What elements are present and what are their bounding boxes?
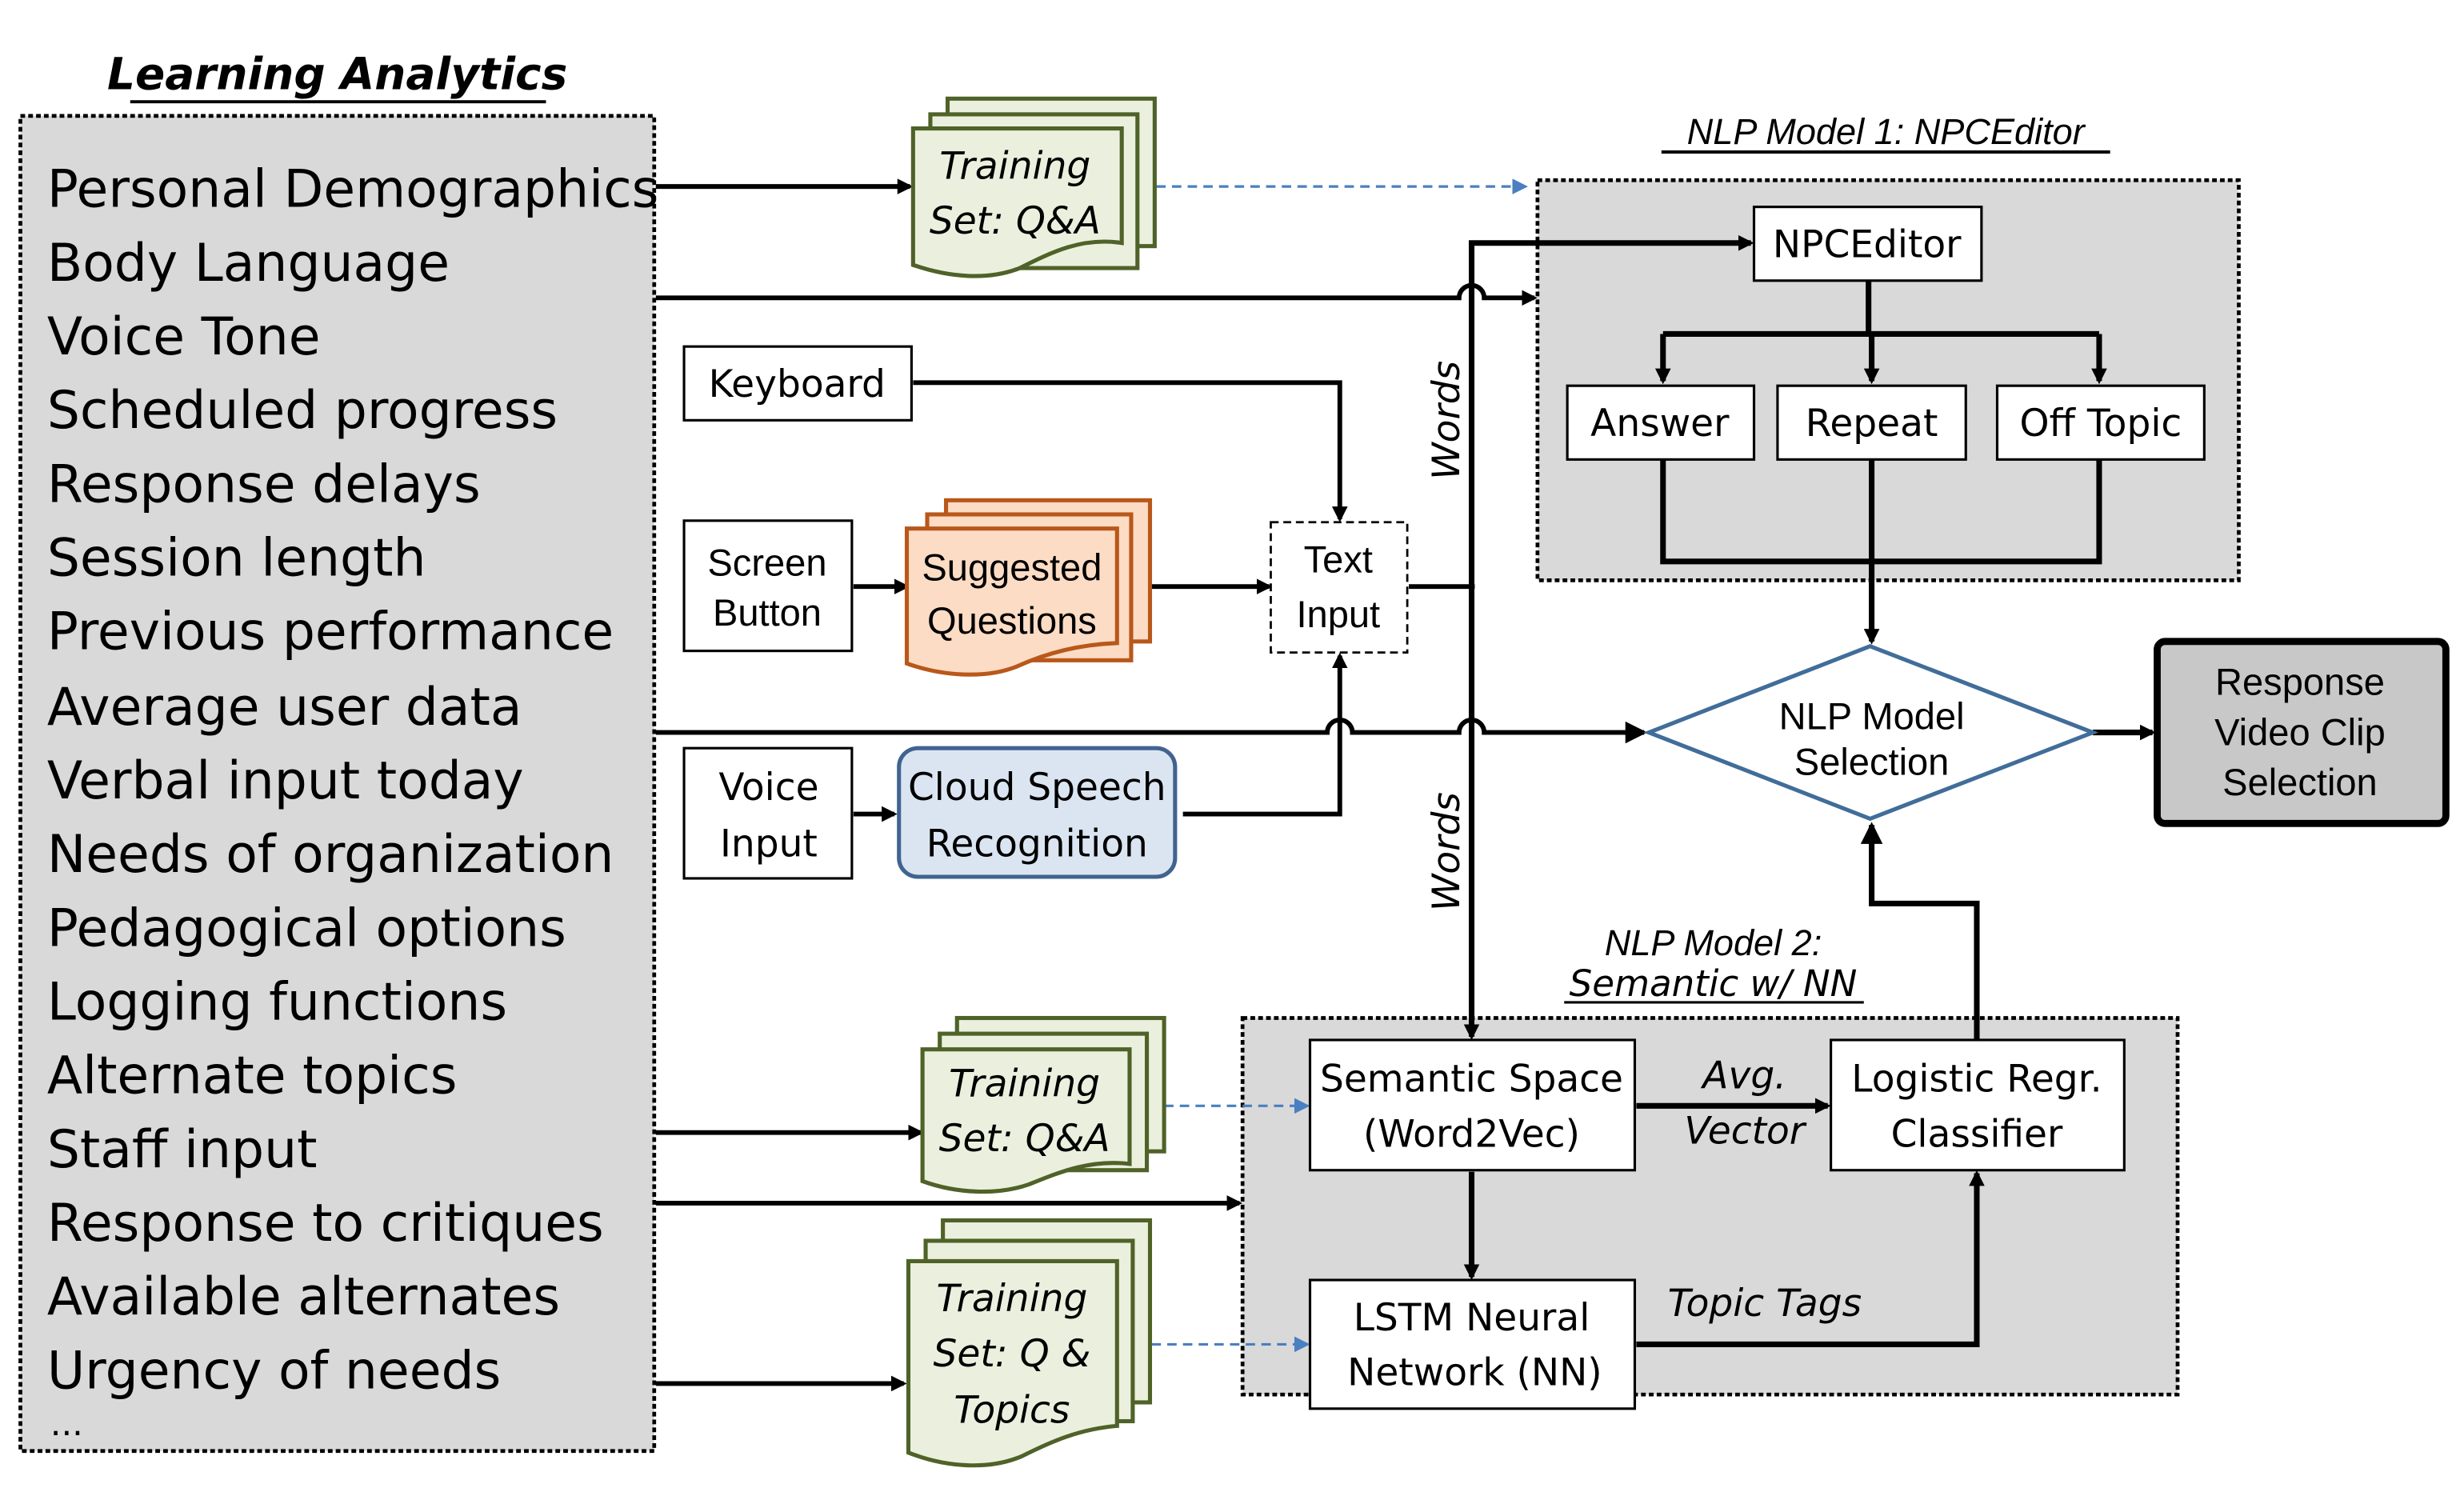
training-set-label: Set: Q&A xyxy=(939,1117,1110,1161)
suggested-questions-doc: Suggested Questions xyxy=(904,498,1153,677)
cloud-speech-label: Cloud Speech xyxy=(908,766,1166,810)
nlp-model-2-subtitle: Semantic w/ NN xyxy=(1570,962,1858,1005)
analytics-item: Average user data xyxy=(47,678,522,738)
semantic-space-box: Semantic Space (Word2Vec) xyxy=(1308,1038,1637,1172)
lstm-label: LSTM Neural xyxy=(1354,1296,1590,1340)
repeat-label: Repeat xyxy=(1806,402,1938,446)
nlp-model-selection-label: NLP Model xyxy=(1779,695,1965,738)
suggested-questions-document-icon xyxy=(904,526,1119,677)
screen-button-label: Button xyxy=(713,591,822,634)
repeat-box: Repeat xyxy=(1776,384,1967,461)
analytics-item: Voice Tone xyxy=(47,307,321,367)
keyboard-label: Keyboard xyxy=(709,362,886,406)
analytics-item: Verbal input today xyxy=(47,751,524,811)
arrow-analytics-to-model-selection xyxy=(655,718,1648,744)
arrow-lstm-to-logistic xyxy=(1636,1170,1985,1347)
voice-input-label: Input xyxy=(720,822,818,866)
analytics-item: Response to critiques xyxy=(47,1194,604,1254)
arrow-keyboard-to-text-input xyxy=(913,380,1348,522)
arrow-words-to-npceditor xyxy=(1468,234,1754,587)
npceditor-box: NPCEditor xyxy=(1752,206,1983,282)
semantic-space-label: Semantic Space xyxy=(1320,1058,1623,1102)
training-set-document-icon xyxy=(910,126,1124,278)
nlp-model-1-title: NLP Model 1: NPCEditor xyxy=(1687,111,2086,152)
analytics-item: Logging functions xyxy=(47,972,507,1032)
training-set-qa-bottom: Training Set: Q&A xyxy=(920,1015,1166,1194)
semantic-space-label: (Word2Vec) xyxy=(1363,1112,1580,1156)
analytics-item-ellipsis: ... xyxy=(50,1404,83,1444)
analytics-item: Body Language xyxy=(47,234,450,294)
analytics-item: Session length xyxy=(47,528,426,588)
arrow-cloud-to-text-input xyxy=(1182,652,1348,817)
training-set-qa-top: Training Set: Q&A xyxy=(910,96,1157,278)
nlp-model-selection-label: Selection xyxy=(1794,741,1950,783)
voice-input-box: Voice Input xyxy=(682,746,854,880)
lstm-label: Network (NN) xyxy=(1347,1350,1602,1394)
analytics-item: Needs of organization xyxy=(47,825,614,885)
learning-analytics-title: Learning Analytics xyxy=(107,49,567,100)
off-topic-box: Off Topic xyxy=(1995,384,2206,461)
analytics-item: Scheduled progress xyxy=(47,381,558,441)
training-set-label: Topics xyxy=(954,1388,1070,1432)
nlp-model-1-region: NLP Model 1: NPCEditor xyxy=(1535,111,2241,582)
screen-button-box: Screen Button xyxy=(682,519,854,653)
response-video-clip-box: Response Video Clip Selection xyxy=(2154,638,2450,827)
lstm-box: LSTM Neural Network (NN) xyxy=(1308,1278,1637,1410)
line-outputs-merge xyxy=(1660,459,2102,565)
voice-input-label: Voice xyxy=(718,766,818,810)
cloud-speech-box: Cloud Speech Recognition xyxy=(897,746,1178,879)
topic-tags-label: Topic Tags xyxy=(1668,1282,1862,1326)
suggested-questions-label: Suggested xyxy=(922,546,1102,588)
response-video-label: Video Clip xyxy=(2214,710,2386,753)
learning-analytics-items: Personal Demographics Body Language Voic… xyxy=(47,160,659,1445)
logistic-regression-label: Logistic Regr. xyxy=(1851,1058,2102,1102)
text-input-label: Input xyxy=(1296,593,1380,635)
response-video-label: Selection xyxy=(2222,761,2378,803)
avg-vector-label: Avg. xyxy=(1700,1054,1786,1098)
analytics-item: Urgency of needs xyxy=(47,1341,501,1401)
training-set-label: Training xyxy=(949,1062,1100,1106)
cloud-speech-label: Recognition xyxy=(926,822,1148,866)
screen-button-label: Screen xyxy=(707,541,826,583)
learning-analytics-box xyxy=(18,114,657,1454)
training-set-q-topics: Training Set: Q & Topics xyxy=(906,1218,1153,1468)
training-set-document-icon xyxy=(906,1258,1119,1468)
analytics-item: Response delays xyxy=(47,454,481,514)
suggested-questions-label: Questions xyxy=(927,599,1097,642)
npceditor-label: NPCEditor xyxy=(1773,222,1962,266)
training-set-document-icon xyxy=(920,1047,1132,1194)
off-topic-label: Off Topic xyxy=(2020,402,2182,446)
training-set-label: Training xyxy=(939,144,1090,188)
training-set-label: Training xyxy=(936,1277,1087,1321)
avg-vector-label: Vector xyxy=(1684,1109,1806,1153)
analytics-item: Previous performance xyxy=(47,602,614,662)
training-set-label: Set: Q & xyxy=(934,1332,1091,1376)
nlp-model-2-title: NLP Model 2: xyxy=(1605,922,1822,963)
text-input-box: Text Input xyxy=(1270,521,1409,654)
arrow-analytics-to-nlp1 xyxy=(655,282,1538,306)
analytics-item: Personal Demographics xyxy=(47,160,659,220)
logistic-regression-box: Logistic Regr. Classifier xyxy=(1830,1038,2126,1172)
nlp-model-selection-diamond: NLP Model Selection xyxy=(1643,643,2099,822)
answer-label: Answer xyxy=(1590,402,1730,446)
response-video-label: Response xyxy=(2215,661,2385,703)
analytics-item: Available alternates xyxy=(47,1267,560,1327)
analytics-item: Pedagogical options xyxy=(47,898,566,958)
logistic-regression-label: Classifier xyxy=(1891,1112,2063,1156)
text-input-label: Text xyxy=(1304,538,1373,581)
analytics-item: Alternate topics xyxy=(47,1046,458,1106)
training-set-label: Set: Q&A xyxy=(930,199,1101,243)
words-label-upper: Words xyxy=(1425,361,1469,480)
connectors xyxy=(655,178,2156,1392)
arrow-nlp2-to-selection xyxy=(1860,822,1980,1040)
answer-box: Answer xyxy=(1566,384,1756,461)
keyboard-box: Keyboard xyxy=(682,345,913,422)
words-label-lower: Words xyxy=(1425,792,1469,911)
analytics-item: Staff input xyxy=(47,1120,318,1180)
learning-analytics-panel: Learning Analytics Personal Demographics… xyxy=(18,49,659,1454)
